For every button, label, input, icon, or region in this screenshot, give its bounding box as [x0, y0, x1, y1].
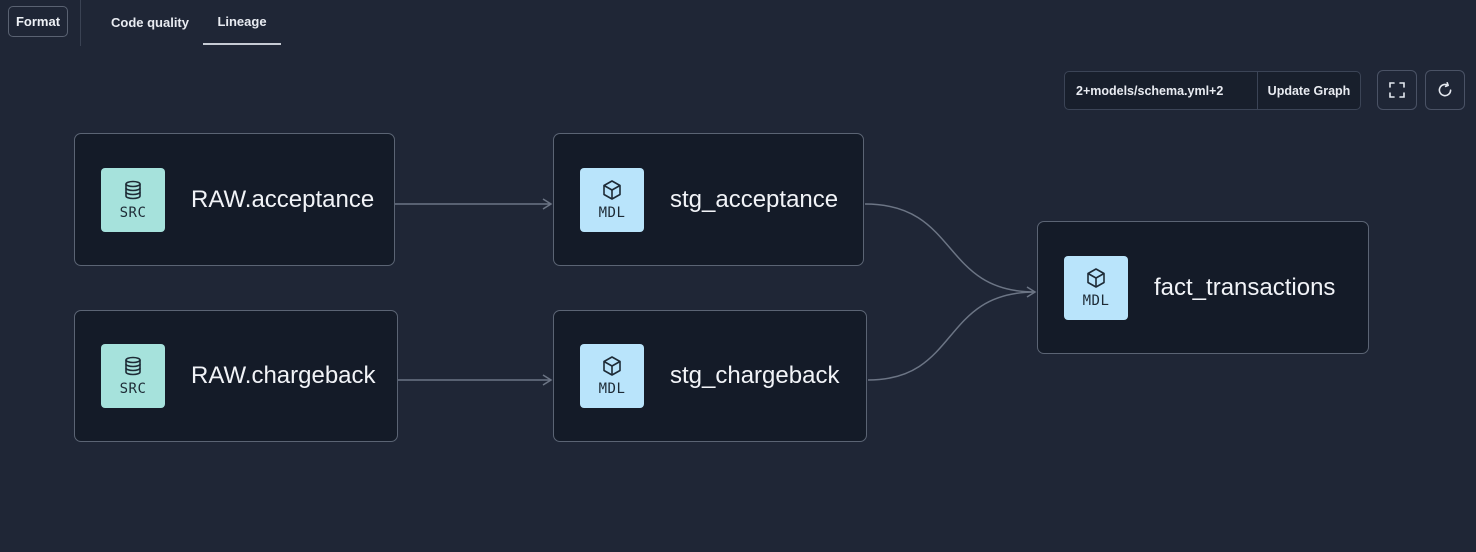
- model-badge: MDL: [1064, 255, 1128, 320]
- cube-icon: [603, 356, 621, 376]
- node-label: fact_transactions: [1154, 273, 1336, 301]
- active-tab-indicator: [203, 43, 281, 45]
- badge-type-label: MDL: [1082, 292, 1110, 309]
- database-icon: [125, 180, 141, 199]
- node-label: stg_chargeback: [670, 362, 840, 389]
- model-badge: MDL: [580, 344, 644, 408]
- cube-icon: [603, 179, 621, 200]
- edge-stg-chargeback-to-fact-transactions: [867, 291, 1036, 381]
- refresh-icon: [1438, 82, 1452, 97]
- graph-selector-input[interactable]: [1065, 72, 1257, 109]
- model-badge: MDL: [580, 167, 644, 232]
- graph-selector-group: Update Graph: [1064, 71, 1361, 110]
- database-icon: [125, 356, 141, 376]
- badge-type-label: MDL: [598, 381, 626, 397]
- node-stg-chargeback[interactable]: MDL stg_chargeback: [553, 310, 867, 442]
- update-graph-button[interactable]: Update Graph: [1257, 72, 1360, 109]
- badge-type-label: SRC: [119, 381, 147, 397]
- cube-icon: [1087, 267, 1105, 288]
- tab-lineage[interactable]: Lineage: [203, 0, 281, 46]
- tab-code-quality[interactable]: Code quality: [104, 0, 196, 46]
- edge-stg-acceptance-to-fact-transactions: [864, 203, 1037, 298]
- source-badge: SRC: [101, 167, 165, 232]
- node-label: stg_acceptance: [670, 185, 839, 213]
- fullscreen-button[interactable]: [1377, 70, 1417, 110]
- node-label: RAW.chargeback: [191, 362, 376, 389]
- node-label: RAW.acceptance: [191, 185, 375, 213]
- format-button[interactable]: Format: [8, 6, 68, 37]
- node-raw-acceptance[interactable]: SRC RAW.acceptance: [74, 133, 395, 266]
- node-raw-chargeback[interactable]: SRC RAW.chargeback: [74, 310, 398, 442]
- fullscreen-icon: [1389, 82, 1405, 98]
- refresh-button[interactable]: [1425, 70, 1465, 110]
- tab-lineage-label: Lineage: [217, 13, 267, 29]
- source-badge: SRC: [101, 344, 165, 408]
- node-fact-transactions[interactable]: MDL fact_transactions: [1037, 221, 1369, 354]
- badge-type-label: MDL: [598, 204, 626, 221]
- badge-type-label: SRC: [119, 204, 147, 221]
- tab-divider: [80, 0, 81, 46]
- node-stg-acceptance[interactable]: MDL stg_acceptance: [553, 133, 864, 266]
- tab-code-quality-label: Code quality: [110, 14, 189, 30]
